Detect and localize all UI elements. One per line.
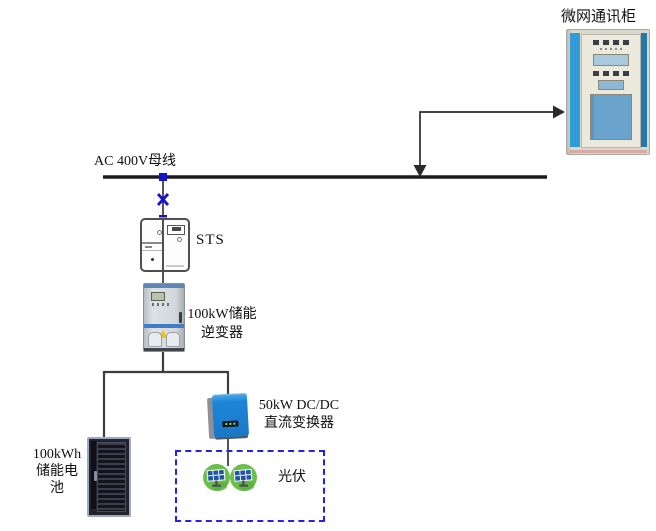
cabinet-base (569, 150, 647, 153)
battery-label-line1: 100kWh (32, 447, 82, 462)
bus-node-square (159, 173, 167, 181)
arrow-right-head (553, 105, 565, 119)
battery-label: 100kWh 储能电 池 (27, 446, 87, 497)
cabinet-opening (590, 94, 632, 140)
cabinet-display-window (593, 54, 629, 66)
arrow-down-head (413, 165, 427, 177)
cabinet-button-row (582, 71, 640, 76)
comm-cabinet-label: 微网通讯柜 (561, 9, 637, 25)
dcdc-display (222, 420, 239, 428)
cabinet-side-edge (641, 33, 647, 147)
cabinet-front-panel (581, 34, 641, 148)
inverter-label: 100kW储能 逆变器 (181, 305, 263, 343)
ac-bus-label: AC 400V母线 (94, 154, 177, 169)
cabinet-blue-frame (570, 33, 580, 147)
inverter-label-line2: 逆变器 (201, 326, 243, 341)
inverter-vents (148, 332, 180, 347)
dcdc-converter-image (207, 392, 250, 440)
pv-dashed-box (175, 450, 325, 522)
sts-label: STS (196, 232, 225, 248)
inverter-label-line1: 100kW储能 (187, 307, 257, 322)
dcdc-label-line1: 50kW DC/DC (258, 398, 340, 413)
battery-vented-door (97, 442, 126, 512)
solar-panel-icon (203, 464, 230, 491)
comm-cabinet-image (566, 29, 650, 155)
dcdc-label: 50kW DC/DC 直流变换器 (253, 397, 345, 433)
battery-label-line2: 储能电 (36, 464, 78, 479)
solar-panel-icon (230, 464, 257, 491)
pv-label: 光伏 (278, 470, 306, 485)
battery-cabinet-image (87, 437, 131, 517)
comm-link-line (419, 111, 554, 170)
battery-handle (94, 471, 97, 481)
sts-display (167, 225, 185, 235)
sts-device-image (140, 218, 190, 272)
battery-label-line3: 池 (50, 481, 64, 496)
cabinet-indicator-row (582, 48, 640, 50)
breaker-x-icon (156, 193, 170, 206)
storage-inverter-image (143, 283, 185, 352)
dcdc-label-line2: 直流变换器 (264, 416, 334, 431)
inverter-screen (151, 292, 165, 301)
warning-triangle-icon (158, 330, 168, 338)
cabinet-display-window-small (598, 80, 624, 90)
cabinet-button-row (582, 40, 640, 45)
inverter-handle (179, 312, 182, 323)
